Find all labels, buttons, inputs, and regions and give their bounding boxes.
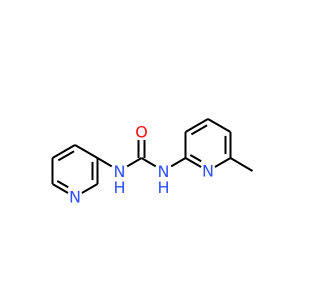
- bond-c7-n4-inner: [189, 154, 202, 163]
- bond-c1-n2: [140, 157, 157, 168]
- bond-n1-c2: [96, 157, 113, 168]
- bond-c7-n4: [185, 157, 202, 168]
- bond-n3-c4: [51, 183, 69, 194]
- atom-label-o1: O: [135, 123, 148, 142]
- bond-n3-c4-inner: [56, 180, 69, 189]
- bond-c6-c2: [74, 144, 99, 159]
- bond-n2-c7: [170, 157, 187, 168]
- bond-c8-c12: [229, 157, 254, 172]
- bond-c5-c6-inner: [57, 150, 75, 162]
- bond-c10-c11: [184, 118, 209, 133]
- bond-c5-c6: [51, 144, 76, 159]
- bond-c1-n1: [126, 157, 143, 168]
- atom-label-n3: N: [69, 188, 81, 207]
- atom-label-n4: N: [202, 162, 214, 181]
- bond-c10-c11-inner: [190, 124, 208, 136]
- bond-c9-c10: [207, 118, 232, 133]
- bond-c3-n3: [81, 183, 98, 194]
- bond-layer: [51, 118, 254, 194]
- bond-n4-c8: [214, 157, 231, 168]
